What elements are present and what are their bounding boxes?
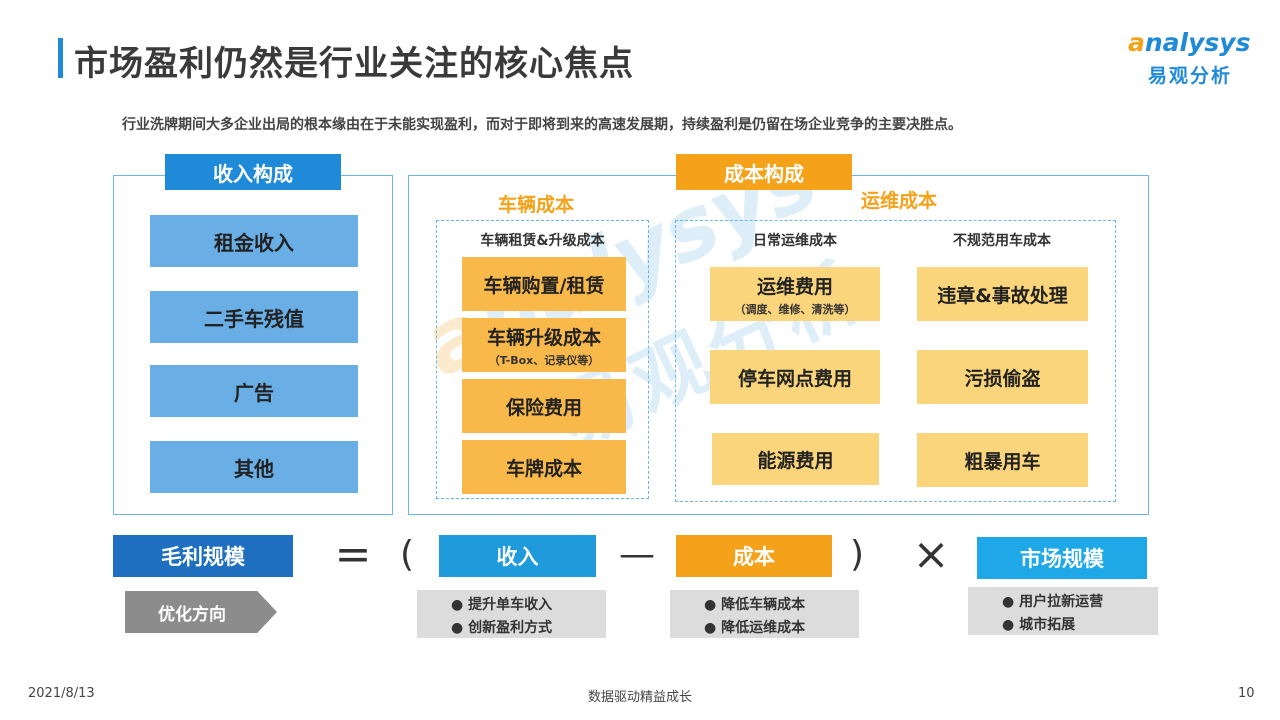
vehicle-sub-header: 车辆租赁&升级成本 — [480, 233, 605, 249]
irregular-use-item: 粗暴用车 — [917, 433, 1088, 487]
irregular-use-item: 污损偷盗 — [917, 350, 1088, 404]
irregular-use-item: 违章&事故处理 — [917, 267, 1088, 321]
vehicle-cost-item: 车牌成本 — [462, 440, 626, 494]
list-item: 降低运维成本 — [704, 617, 859, 640]
cost-header: 成本构成 — [676, 154, 852, 190]
logo-english: analysys — [1128, 28, 1251, 57]
formula-cost-box: 成本 — [676, 535, 832, 577]
page-number: 10 — [1238, 686, 1255, 701]
gross-profit-box: 毛利规模 — [113, 535, 293, 577]
footer-slogan: 数据驱动精益成长 — [587, 690, 692, 705]
vehicle-cost-item: 车辆购置/租赁 — [462, 257, 626, 311]
list-item: 城市拓展 — [1002, 614, 1158, 637]
list-item: 提升单车收入 — [451, 594, 606, 617]
equals-sign: = — [334, 529, 372, 580]
cost-optimization-list: 降低车辆成本 降低运维成本 — [670, 590, 859, 638]
daily-ops-item: 运维费用 （调度、维修、清洗等） — [710, 267, 880, 321]
daily-ops-item: 能源费用 — [712, 433, 879, 485]
ops-cost-label: 运维成本 — [861, 190, 938, 212]
irregular-use-header: 不规范用车成本 — [953, 233, 1051, 249]
right-paren: ) — [849, 534, 865, 575]
revenue-item: 二手车残值 — [150, 291, 358, 343]
analysys-logo: analysys 易观分析 — [1128, 28, 1251, 88]
list-item: 创新盈利方式 — [451, 617, 606, 640]
revenue-header: 收入构成 — [165, 154, 341, 190]
title-accent-bar — [58, 38, 63, 78]
subtitle: 行业洗牌期间大多企业出局的根本缘由在于未能实现盈利，而对于即将到来的高速发展期，… — [122, 117, 962, 133]
page-title: 市场盈利仍然是行业关注的核心焦点 — [74, 44, 634, 84]
daily-ops-item: 停车网点费用 — [710, 350, 880, 404]
ops-cost-group — [675, 220, 1116, 502]
vehicle-cost-group — [436, 220, 649, 499]
revenue-optimization-list: 提升单车收入 创新盈利方式 — [417, 590, 606, 638]
revenue-item: 租金收入 — [150, 215, 358, 267]
formula-revenue-box: 收入 — [439, 535, 596, 577]
logo-chinese: 易观分析 — [1148, 65, 1233, 87]
left-paren: ( — [399, 534, 415, 575]
market-optimization-list: 用户拉新运营 城市拓展 — [968, 587, 1158, 635]
revenue-item: 广告 — [150, 365, 358, 417]
vehicle-cost-label: 车辆成本 — [498, 194, 575, 216]
footer-date: 2021/8/13 — [28, 686, 95, 701]
revenue-item: 其他 — [150, 441, 358, 493]
list-item: 用户拉新运营 — [1002, 591, 1158, 614]
minus-sign: — — [619, 534, 655, 575]
optimization-arrow: 优化方向 — [125, 591, 277, 633]
vehicle-cost-item: 车辆升级成本 （T-Box、记录仪等） — [462, 318, 626, 372]
list-item: 降低车辆成本 — [704, 594, 859, 617]
times-sign: × — [912, 529, 950, 580]
daily-ops-header: 日常运维成本 — [753, 233, 837, 249]
vehicle-cost-item: 保险费用 — [462, 379, 626, 433]
market-scale-box: 市场规模 — [977, 537, 1147, 579]
